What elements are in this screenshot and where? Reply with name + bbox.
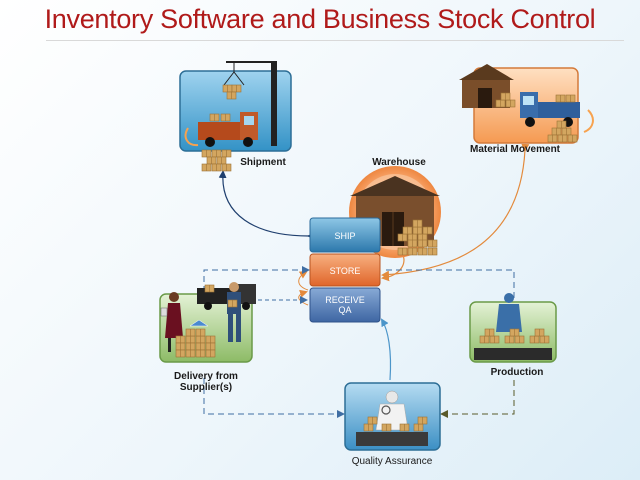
- worker-figure-icon: [227, 282, 241, 342]
- crane-icon: [222, 61, 277, 146]
- quality-assurance-label: Quality Assurance: [351, 456, 433, 467]
- warehouse-label: Warehouse: [372, 157, 426, 168]
- page-title: Inventory Software and Business Stock Co…: [44, 4, 596, 34]
- dashed-delivery-to-qa: [203, 378, 345, 418]
- ship-label: SHIP: [334, 231, 356, 241]
- arrow-ship-to-shipment: [218, 170, 316, 241]
- dashed-delivery-to-store: [203, 266, 310, 292]
- quality-assurance-panel: [344, 382, 441, 451]
- production-panel: [469, 293, 557, 363]
- worker-figure-icon: [496, 293, 522, 332]
- truck-icon: [520, 92, 580, 127]
- delivery-panel: [159, 282, 256, 363]
- shipment-label: Shipment: [240, 157, 286, 168]
- arrow-material-to-store: [381, 143, 530, 279]
- inspector-figure-icon: [375, 390, 409, 431]
- material-movement-panel: [459, 64, 594, 144]
- receive-label-line1: RECEIVE: [325, 295, 365, 305]
- production-label: Production: [490, 367, 544, 378]
- truck-icon: [198, 112, 258, 147]
- receive-node: [309, 287, 381, 323]
- arrow-store-receive: [298, 270, 309, 291]
- arrow-receive-store: [298, 289, 309, 306]
- material-movement-label: Material Movement: [469, 144, 561, 155]
- dashed-production-to-qa: [440, 380, 515, 418]
- delivery-label-line1: Delivery from: [174, 371, 238, 382]
- delivery-label-line2: Supplier(s): [179, 382, 233, 393]
- store-node: [309, 253, 381, 287]
- box-pile-icon: [201, 149, 232, 172]
- arrow-qa-to-receive: [380, 318, 392, 381]
- hub-stack: [309, 217, 381, 323]
- dashed-production-to-store: [384, 269, 515, 298]
- shipment-panel: [179, 61, 292, 172]
- ship-node: [309, 217, 381, 253]
- receive-label-line2: QA: [338, 305, 352, 315]
- title-divider: [46, 40, 624, 41]
- store-label: STORE: [329, 266, 361, 276]
- forklift-icon: [189, 319, 209, 327]
